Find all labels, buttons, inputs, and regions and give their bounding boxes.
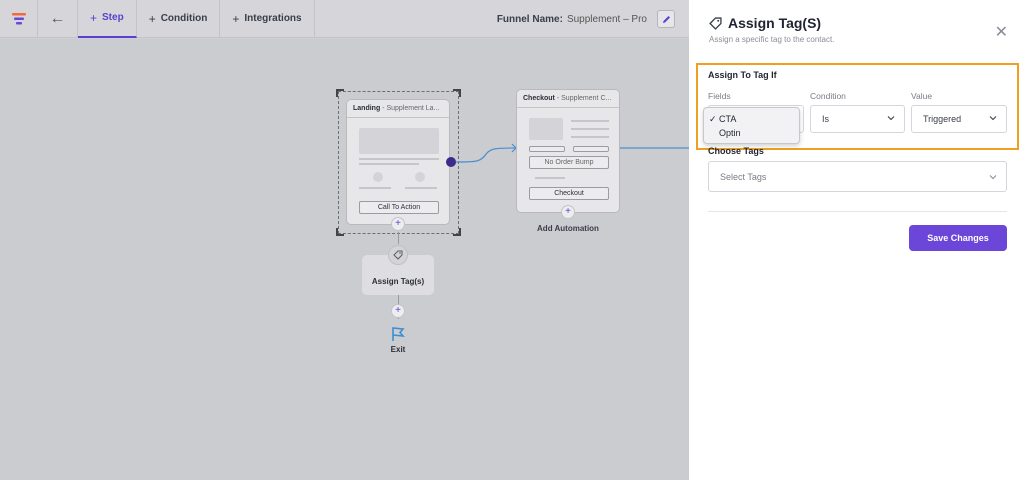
checkout-button[interactable]: Checkout: [529, 187, 609, 200]
add-step-label: Step: [102, 12, 124, 23]
preview-line: [535, 177, 565, 179]
exit-label: Exit: [390, 345, 406, 354]
tag-node-icon: [388, 245, 408, 265]
add-step-below-landing[interactable]: +: [391, 217, 405, 231]
rule-highlight-box: [696, 63, 1019, 150]
preview-input: [573, 146, 609, 152]
top-toolbar: ← + Step + Condition + Integrations Funn…: [0, 0, 689, 38]
plus-icon: +: [90, 10, 98, 25]
tags-select-placeholder: Select Tags: [720, 171, 767, 182]
fields-label: Fields: [708, 91, 731, 101]
fields-option-cta[interactable]: ✓ CTA: [709, 114, 737, 124]
landing-title: Landing: [353, 105, 381, 112]
preview-icon-placeholder: [415, 172, 425, 182]
value-select[interactable]: Triggered: [911, 105, 1007, 133]
preview-icon-placeholder: [373, 172, 383, 182]
save-changes-button[interactable]: Save Changes: [909, 225, 1007, 251]
add-integrations-button[interactable]: + Integrations: [220, 0, 315, 38]
preview-line: [405, 187, 437, 189]
panel-title: Assign Tag(S): [709, 15, 834, 31]
selection-corner: [336, 89, 344, 97]
selection-corner: [336, 228, 344, 236]
plus-icon: +: [232, 11, 240, 26]
rule-title: Assign To Tag If: [708, 70, 777, 80]
add-condition-label: Condition: [160, 13, 208, 24]
page-preview-block: [359, 128, 439, 154]
selection-corner: [453, 228, 461, 236]
preview-line: [359, 163, 419, 165]
checkout-step-card[interactable]: Checkout - Supplement C... No Order Bump…: [516, 89, 620, 213]
preview-input: [529, 146, 565, 152]
panel-title-text: Assign Tag(S): [728, 15, 822, 31]
condition-select[interactable]: Is: [810, 105, 905, 133]
flow-line: [398, 232, 399, 244]
edit-funnel-name-button[interactable]: [657, 10, 675, 28]
funnel-canvas[interactable]: Landing - Supplement La... Call To Actio…: [0, 39, 689, 480]
preview-line: [571, 120, 609, 122]
preview-line: [359, 158, 439, 160]
app-logo-icon[interactable]: [0, 0, 38, 38]
exit-flag-icon: [392, 327, 405, 341]
assign-tag-panel: Assign Tag(S) Assign a specific tag to t…: [689, 0, 1024, 480]
preview-line: [571, 136, 609, 138]
pencil-icon: [662, 15, 670, 23]
checkout-card-title: Checkout - Supplement C...: [517, 90, 619, 108]
funnel-name-label: Funnel Name:: [496, 13, 563, 25]
close-icon[interactable]: ✕: [994, 24, 1008, 41]
tags-select[interactable]: Select Tags: [708, 161, 1007, 192]
add-step-button[interactable]: + Step: [78, 0, 137, 38]
back-arrow-icon[interactable]: ←: [38, 0, 78, 38]
add-integrations-label: Integrations: [244, 13, 302, 24]
condition-label: Condition: [810, 91, 846, 101]
tag-node-label: Assign Tag(s): [371, 277, 425, 286]
funnel-name-value: Supplement – Pro: [566, 13, 647, 25]
page-preview-block: [529, 118, 563, 140]
value-label: Value: [911, 91, 933, 101]
panel-header: Assign Tag(S) Assign a specific tag to t…: [709, 15, 834, 44]
landing-card-title: Landing - Supplement La...: [347, 100, 449, 118]
add-condition-button[interactable]: + Condition: [137, 0, 221, 38]
funnel-name: Funnel Name: Supplement – Pro: [497, 0, 675, 38]
fields-option-optin[interactable]: Optin: [719, 128, 741, 138]
order-bump-label: No Order Bump: [529, 156, 609, 169]
checkout-title: Checkout: [523, 95, 555, 102]
connector-handle[interactable]: [446, 157, 456, 167]
add-automation-link[interactable]: Add Automation: [537, 224, 599, 233]
checkout-subtitle: - Supplement C...: [556, 95, 612, 102]
chevron-down-icon: [887, 116, 895, 121]
fields-dropdown-menu: ✓ CTA Optin: [703, 107, 800, 144]
value-select-value: Triggered: [923, 114, 962, 124]
selection-corner: [453, 89, 461, 97]
preview-line: [571, 128, 609, 130]
choose-tags-label: Choose Tags: [708, 146, 764, 156]
tag-icon: [709, 16, 722, 30]
call-to-action-button[interactable]: Call To Action: [359, 201, 439, 214]
add-step-below-checkout[interactable]: +: [561, 205, 575, 219]
plus-icon: +: [148, 11, 156, 26]
divider: [708, 211, 1007, 212]
panel-subtitle: Assign a specific tag to the contact.: [709, 35, 835, 44]
chevron-down-icon: [989, 175, 997, 180]
add-step-below-assign-tag[interactable]: +: [391, 304, 405, 318]
landing-subtitle: - Supplement La...: [382, 105, 440, 112]
condition-select-value: Is: [822, 114, 830, 124]
landing-step-card[interactable]: Landing - Supplement La... Call To Actio…: [346, 99, 450, 225]
chevron-down-icon: [989, 116, 997, 121]
preview-line: [359, 187, 391, 189]
